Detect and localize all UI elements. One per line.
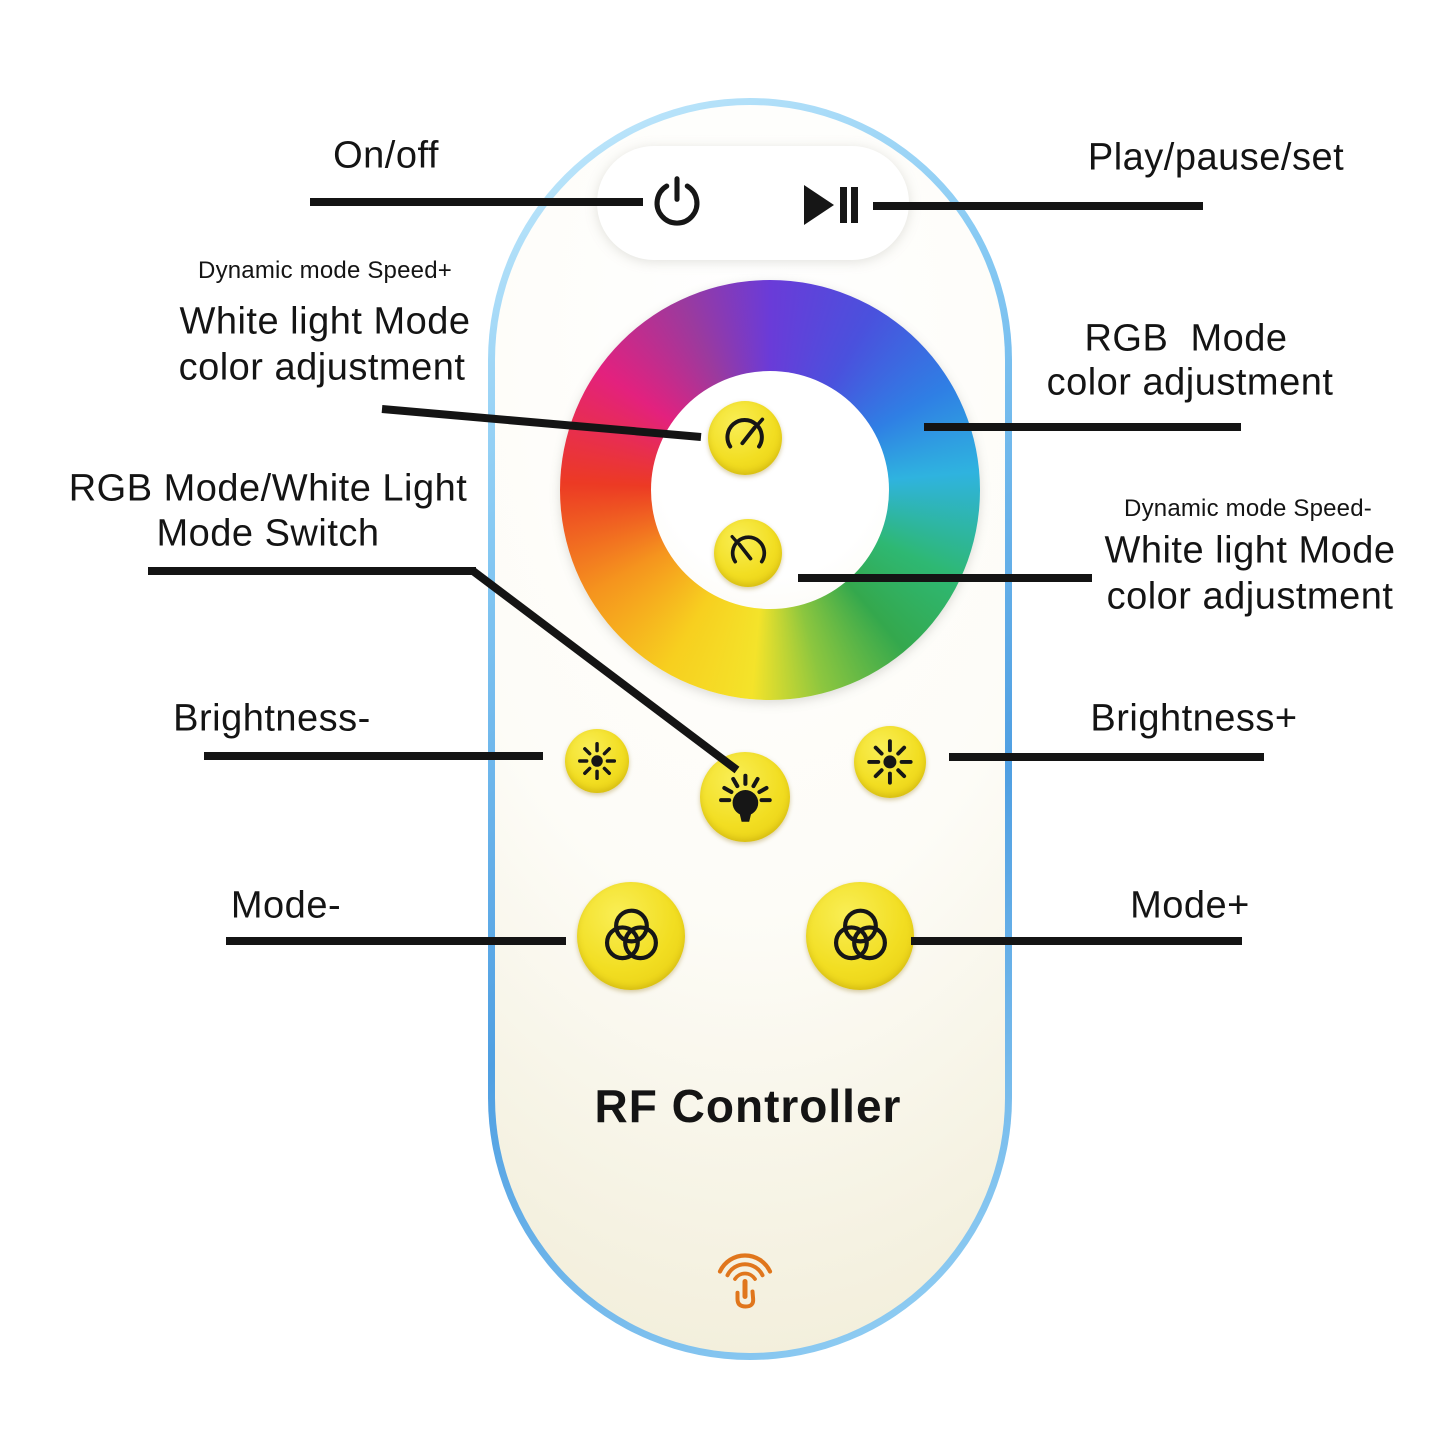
label-speed-minus-line1: White light Mode [1104,529,1396,572]
label-speed-plus-small: Dynamic mode Speed+ [198,257,452,284]
label-rgb-mode-line1: RGB Mode [1084,317,1288,360]
sun-icon [867,739,913,785]
speed-minus-button[interactable] [714,519,782,587]
touch-signal-icon [703,1234,787,1314]
label-brightness-minus: Brightness- [173,697,371,740]
mode-minus-button[interactable] [577,882,685,990]
power-icon [654,176,700,226]
label-mode-switch-line1: RGB Mode/White Light [68,467,468,510]
label-mode-plus: Mode+ [1130,884,1250,927]
play-pause-button[interactable] [800,183,866,227]
sun-icon [577,741,616,780]
lightbulb-icon [718,773,772,822]
label-mode-minus: Mode- [230,884,342,927]
mode-circles-icon [604,908,658,960]
label-play-pause-set: Play/pause/set [1087,136,1345,179]
label-speed-plus-line2: color adjustment [178,346,466,389]
mode-switch-button[interactable] [700,752,790,842]
mode-circles-icon [833,908,887,960]
speed-plus-button[interactable] [708,401,782,475]
play-pause-icon [804,185,858,225]
label-rgb-mode-line2: color adjustment [1046,361,1334,404]
mode-plus-button[interactable] [806,882,914,990]
label-mode-switch-line2: Mode Switch [156,512,380,555]
device-name-label: RF Controller [594,1080,902,1132]
label-speed-minus-line2: color adjustment [1106,575,1394,618]
label-speed-minus-small: Dynamic mode Speed- [1124,495,1372,522]
label-on-off: On/off [333,134,439,177]
brightness-minus-button[interactable] [565,729,629,793]
label-brightness-plus: Brightness+ [1090,697,1298,740]
gauge-up-icon [725,417,765,449]
gauge-down-icon [730,534,766,563]
power-button[interactable] [648,174,706,232]
brightness-plus-button[interactable] [854,726,926,798]
label-speed-plus-line1: White light Mode [179,300,471,343]
